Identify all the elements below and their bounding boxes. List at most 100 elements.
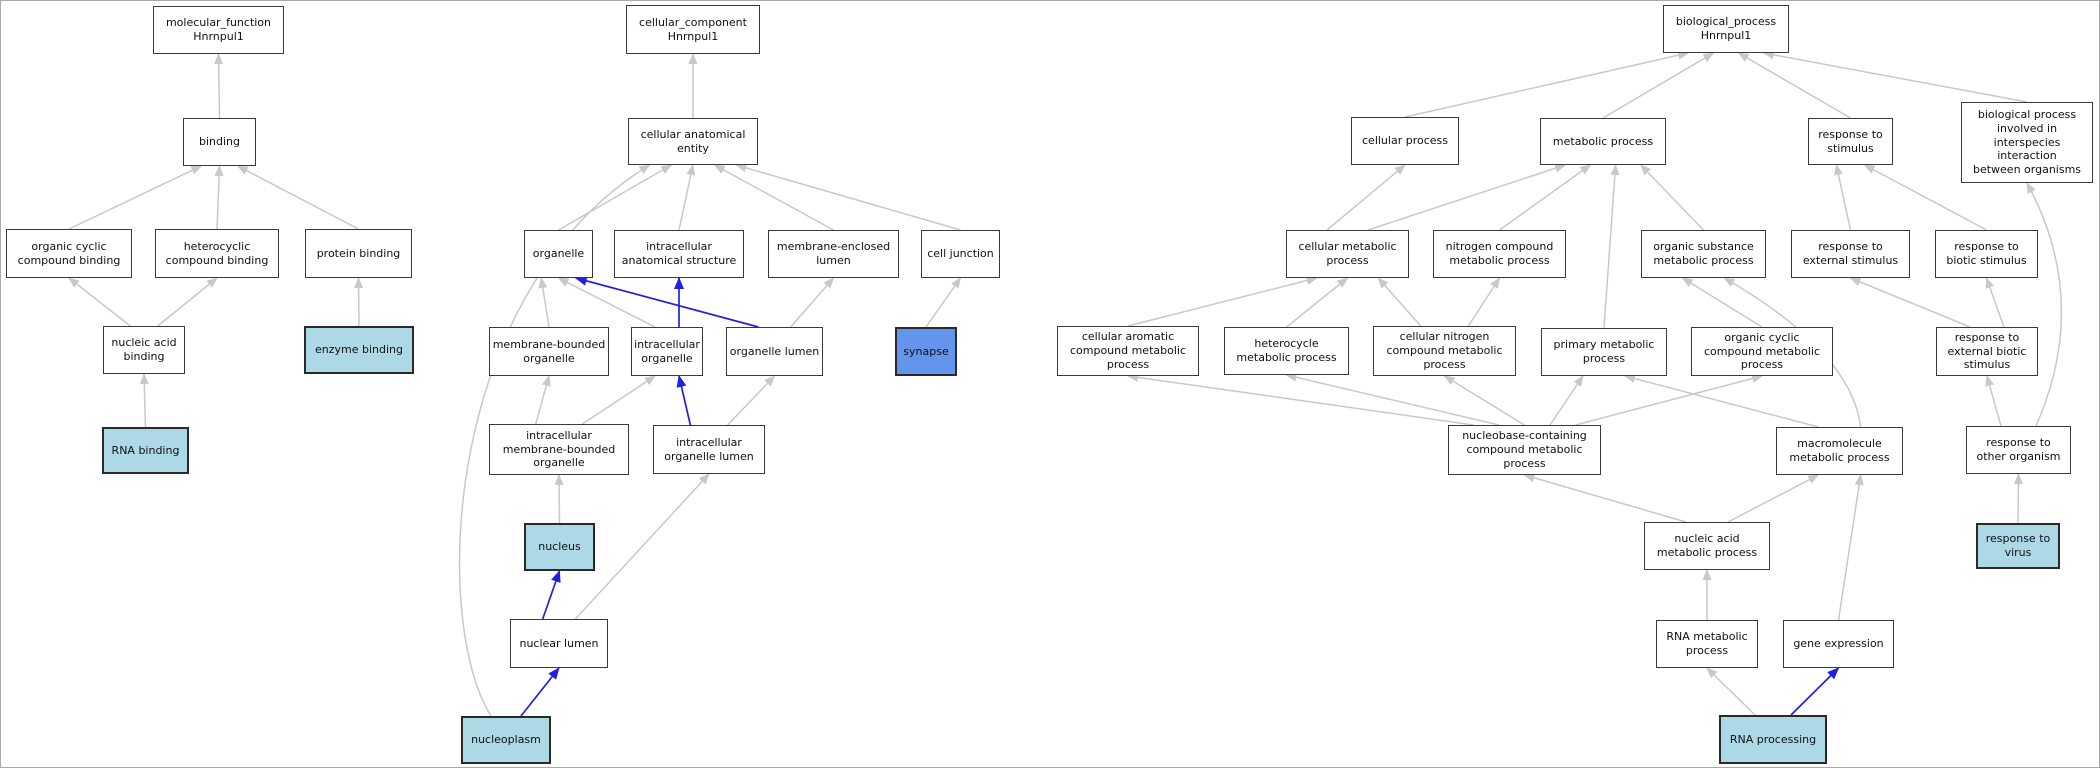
edge-is_a-enzyme-binding-to-protein-binding bbox=[354, 277, 364, 327]
go-term-node-cellular-metabolic-process[interactable]: cellular metabolic process bbox=[1286, 230, 1409, 278]
edge-is_a-rna-processing-to-rna-metabolic-process bbox=[1706, 667, 1756, 716]
go-term-node-nucleic-acid-metabolic-process[interactable]: nucleic acid metabolic process bbox=[1644, 522, 1770, 570]
go-term-node-intracellular-anatomical-structure[interactable]: intracellular anatomical structure bbox=[614, 230, 744, 278]
edge-is_a-response-to-external-biotic-stimulus-to-response-to-external-stimulus bbox=[1849, 277, 1971, 328]
edge-is_a-binding-to-mf-root bbox=[214, 53, 224, 119]
edge-is_a-nucleobase-containing-compound-metabolic-process-to-cellular-nitrogen-compound-metabolic-process bbox=[1443, 375, 1525, 426]
go-term-node-cell-junction[interactable]: cell junction bbox=[921, 230, 1000, 278]
go-term-node-gene-expression[interactable]: gene expression bbox=[1783, 620, 1894, 668]
edge-is_a-cellular-aromatic-compound-metabolic-process-to-cellular-metabolic-process bbox=[1127, 276, 1318, 327]
edge-is_a-response-to-other-organism-to-interspecies-process bbox=[2026, 182, 2063, 427]
go-term-node-membrane-bounded-organelle[interactable]: membrane-bounded organelle bbox=[489, 327, 609, 376]
go-term-node-heterocyclic-compound-binding[interactable]: heterocyclic compound binding bbox=[155, 229, 279, 278]
go-term-node-organelle[interactable]: organelle bbox=[524, 230, 593, 278]
edge-is_a-synapse-to-cell-junction bbox=[925, 277, 962, 328]
edge-is_a-nucleobase-containing-compound-metabolic-process-to-cellular-aromatic-compound-metabolic-process bbox=[1127, 372, 1474, 426]
edge-is_a-intracellular-anatomical-structure-to-cellular-anatomical-entity bbox=[678, 164, 696, 231]
edge-is_a-nucleic-acid-metabolic-process-to-nucleobase-containing-compound-metabolic-process bbox=[1523, 473, 1687, 523]
go-term-node-membrane-enclosed-lumen[interactable]: membrane-enclosed lumen bbox=[768, 230, 899, 278]
go-term-node-rna-processing[interactable]: RNA processing bbox=[1719, 715, 1827, 764]
edge-is_a-organelle-to-cellular-anatomical-entity bbox=[558, 164, 673, 231]
go-term-node-macromolecule-metabolic-process[interactable]: macromolecule metabolic process bbox=[1776, 427, 1903, 475]
edge-is_a-intracellular-membrane-bounded-organelle-to-intracellular-organelle bbox=[581, 375, 656, 425]
edge-is_a-cellular-nitrogen-compound-metabolic-process-to-cellular-metabolic-process bbox=[1377, 277, 1422, 327]
go-term-node-binding[interactable]: binding bbox=[183, 118, 256, 166]
go-term-node-nucleobase-containing-compound-metabolic-process[interactable]: nucleobase-containing compound metabolic… bbox=[1448, 425, 1601, 475]
go-term-node-cellular-aromatic-compound-metabolic-process[interactable]: cellular aromatic compound metabolic pro… bbox=[1057, 326, 1199, 376]
go-term-node-organic-substance-metabolic-process[interactable]: organic substance metabolic process bbox=[1641, 230, 1766, 278]
go-term-node-synapse[interactable]: synapse bbox=[895, 327, 957, 376]
edge-is_a-nucleus-to-intracellular-membrane-bounded-organelle bbox=[554, 474, 564, 524]
go-term-node-interspecies-process[interactable]: biological process involved in interspec… bbox=[1961, 102, 2093, 183]
go-term-node-intracellular-organelle-lumen[interactable]: intracellular organelle lumen bbox=[653, 425, 765, 474]
edge-is_a-cellular-metabolic-process-to-cellular-process bbox=[1326, 164, 1406, 231]
edge-is_a-gene-expression-to-macromolecule-metabolic-process bbox=[1837, 474, 1864, 621]
go-term-node-metabolic-process[interactable]: metabolic process bbox=[1540, 118, 1666, 165]
go-term-node-nucleus[interactable]: nucleus bbox=[524, 523, 595, 571]
edge-is_a-nucleobase-containing-compound-metabolic-process-to-primary-metabolic-process bbox=[1549, 375, 1584, 426]
edge-is_a-cell-junction-to-cellular-anatomical-entity bbox=[735, 163, 961, 231]
edge-is_a-nucleic-acid-binding-to-heterocyclic-compound-binding bbox=[157, 277, 218, 327]
edge-is_a-nucleobase-containing-compound-metabolic-process-to-organic-cyclic-compound-metabolic-process bbox=[1575, 374, 1763, 426]
go-term-node-bp-root[interactable]: biological_process Hnrnpul1 bbox=[1663, 5, 1789, 53]
edge-is_a-response-to-virus-to-response-to-other-organism bbox=[2013, 473, 2023, 524]
go-term-node-cellular-anatomical-entity[interactable]: cellular anatomical entity bbox=[628, 118, 758, 165]
go-term-node-organic-cyclic-compound-binding[interactable]: organic cyclic compound binding bbox=[6, 229, 132, 278]
edge-is_a-nucleic-acid-binding-to-organic-cyclic-compound-binding bbox=[68, 277, 131, 327]
go-term-node-enzyme-binding[interactable]: enzyme binding bbox=[304, 326, 414, 374]
edge-is_a-nucleobase-containing-compound-metabolic-process-to-heterocycle-metabolic-process bbox=[1285, 372, 1500, 426]
edge-is_a-metabolic-process-to-bp-root bbox=[1602, 52, 1715, 119]
go-term-node-response-to-virus[interactable]: response to virus bbox=[1976, 523, 2060, 569]
go-term-node-response-to-external-stimulus[interactable]: response to external stimulus bbox=[1791, 230, 1910, 278]
edge-is_a-response-to-biotic-stimulus-to-response-to-stimulus bbox=[1863, 164, 1987, 231]
edge-is_a-response-to-external-biotic-stimulus-to-response-to-biotic-stimulus bbox=[1985, 277, 2005, 328]
go-term-node-organelle-lumen[interactable]: organelle lumen bbox=[726, 327, 823, 376]
edge-is_a-rna-binding-to-nucleic-acid-binding bbox=[139, 373, 149, 428]
go-term-node-response-to-biotic-stimulus[interactable]: response to biotic stimulus bbox=[1935, 230, 2038, 278]
go-term-node-rna-metabolic-process[interactable]: RNA metabolic process bbox=[1656, 620, 1758, 668]
edge-is_a-cellular-metabolic-process-to-metabolic-process bbox=[1367, 163, 1567, 231]
edge-part_of-nucleoplasm-to-nuclear-lumen bbox=[520, 667, 560, 717]
edge-is_a-intracellular-organelle-to-organelle bbox=[557, 277, 656, 328]
edge-part_of-organelle-lumen-to-organelle bbox=[574, 276, 759, 328]
edge-part_of-intracellular-organelle-lumen-to-intracellular-organelle bbox=[676, 375, 692, 426]
go-term-node-nuclear-lumen[interactable]: nuclear lumen bbox=[510, 619, 608, 668]
edge-is_a-nucleoplasm-to-cellular-anatomical-entity bbox=[458, 164, 651, 717]
edge-is_a-macromolecule-metabolic-process-to-primary-metabolic-process bbox=[1624, 374, 1819, 428]
go-term-node-cellular-nitrogen-compound-metabolic-process[interactable]: cellular nitrogen compound metabolic pro… bbox=[1373, 326, 1516, 376]
edge-is_a-intracellular-membrane-bounded-organelle-to-membrane-bounded-organelle bbox=[534, 375, 551, 425]
edge-is_a-nitrogen-compound-metabolic-process-to-metabolic-process bbox=[1499, 164, 1592, 231]
edge-is_a-heterocyclic-compound-binding-to-binding bbox=[214, 165, 224, 230]
go-term-node-response-to-stimulus[interactable]: response to stimulus bbox=[1808, 118, 1893, 165]
edge-is_a-organic-cyclic-compound-binding-to-binding bbox=[68, 165, 203, 230]
go-term-node-intracellular-membrane-bounded-organelle[interactable]: intracellular membrane-bounded organelle bbox=[489, 424, 629, 475]
edge-part_of-rna-processing-to-gene-expression bbox=[1790, 667, 1840, 716]
edge-is_a-interspecies-process-to-bp-root bbox=[1762, 50, 2028, 103]
edge-is_a-response-to-external-stimulus-to-response-to-stimulus bbox=[1834, 164, 1852, 231]
go-term-node-response-to-external-biotic-stimulus[interactable]: response to external biotic stimulus bbox=[1936, 327, 2038, 376]
go-term-node-protein-binding[interactable]: protein binding bbox=[305, 229, 412, 278]
go-term-node-mf-root[interactable]: molecular_function Hnrnpul1 bbox=[153, 6, 284, 54]
edge-is_a-membrane-bounded-organelle-to-organelle bbox=[538, 277, 550, 328]
edge-is_a-organic-substance-metabolic-process-to-metabolic-process bbox=[1640, 164, 1705, 231]
edge-is_a-response-to-other-organism-to-response-to-external-biotic-stimulus bbox=[1985, 375, 2002, 427]
edge-is_a-nucleic-acid-metabolic-process-to-macromolecule-metabolic-process bbox=[1727, 474, 1820, 523]
edge-is_a-response-to-stimulus-to-bp-root bbox=[1737, 52, 1851, 119]
go-term-node-nitrogen-compound-metabolic-process[interactable]: nitrogen compound metabolic process bbox=[1433, 230, 1566, 278]
go-term-node-cc-root[interactable]: cellular_component Hnrnpul1 bbox=[626, 5, 760, 54]
edge-is_a-membrane-enclosed-lumen-to-cellular-anatomical-entity bbox=[713, 164, 834, 231]
go-term-node-organic-cyclic-compound-metabolic-process[interactable]: organic cyclic compound metabolic proces… bbox=[1691, 327, 1833, 376]
go-term-node-cellular-process[interactable]: cellular process bbox=[1351, 117, 1459, 165]
go-term-node-intracellular-organelle[interactable]: intracellular organelle bbox=[631, 327, 703, 376]
edge-is_a-organelle-lumen-to-membrane-enclosed-lumen bbox=[790, 277, 835, 328]
go-term-node-nucleoplasm[interactable]: nucleoplasm bbox=[461, 716, 551, 764]
go-term-node-primary-metabolic-process[interactable]: primary metabolic process bbox=[1541, 328, 1667, 376]
go-term-node-response-to-other-organism[interactable]: response to other organism bbox=[1966, 426, 2071, 474]
go-term-node-rna-binding[interactable]: RNA binding bbox=[102, 427, 189, 474]
edge-is_a-intracellular-organelle-lumen-to-organelle-lumen bbox=[727, 375, 776, 426]
go-term-node-nucleic-acid-binding[interactable]: nucleic acid binding bbox=[103, 326, 185, 374]
go-term-node-heterocycle-metabolic-process[interactable]: heterocycle metabolic process bbox=[1224, 327, 1349, 375]
edge-is_a-organic-cyclic-compound-metabolic-process-to-organic-substance-metabolic-process bbox=[1681, 277, 1763, 328]
